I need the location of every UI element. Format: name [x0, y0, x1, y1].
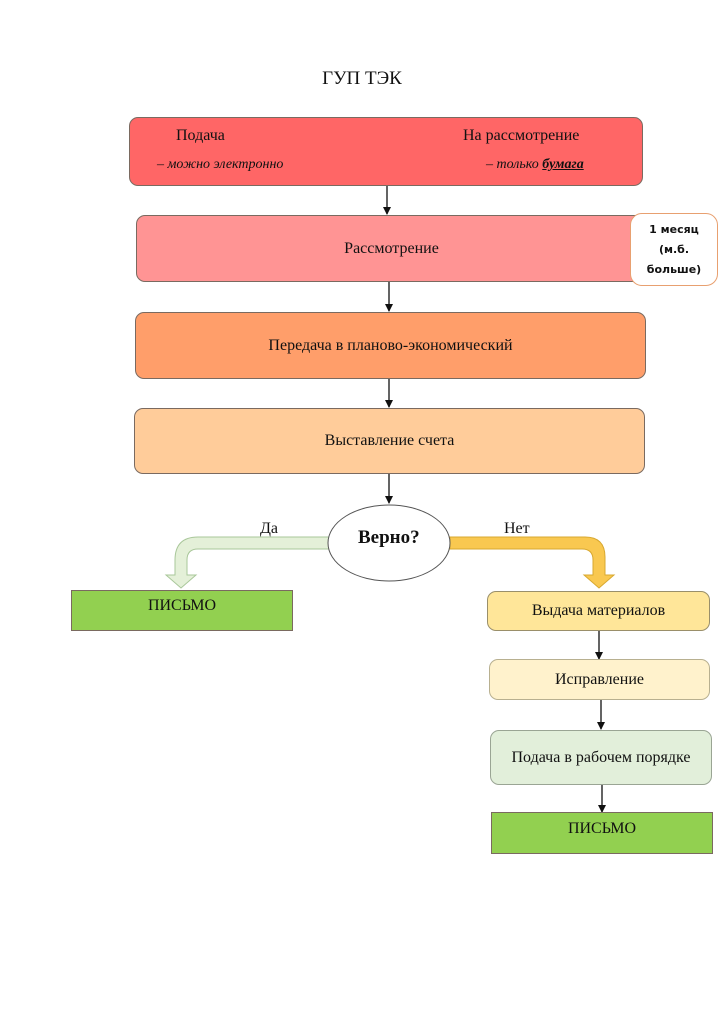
resubmission-label: Подача в рабочем порядке — [511, 748, 691, 766]
submission-box — [129, 117, 643, 186]
yes-label: Да — [260, 520, 279, 537]
no-letter-box: ПИСЬМО — [491, 812, 713, 854]
review-label: Рассмотрение — [344, 239, 439, 257]
duration-note: 1 месяц (м.б. больше) — [630, 213, 718, 286]
for-review-note: – только бумага — [486, 157, 584, 173]
no-letter-label: ПИСЬМО — [567, 820, 637, 837]
transfer-box: Передача в планово-экономический — [135, 312, 646, 379]
for-review-note-prefix: – только — [486, 157, 543, 172]
duration-note-line2: (м.б. — [658, 243, 690, 256]
decision-ellipse — [327, 504, 451, 582]
yes-branch-arrow — [164, 536, 331, 589]
resubmission-box: Подача в рабочем порядке — [490, 730, 712, 785]
yes-letter-label: ПИСЬМО — [147, 597, 217, 614]
diagram-title: ГУП ТЭК — [322, 68, 402, 89]
correction-box: Исправление — [489, 659, 710, 700]
for-review-label: На рассмотрение — [463, 127, 580, 144]
duration-note-line3: больше) — [646, 263, 702, 276]
invoice-label: Выставление счета — [324, 432, 455, 449]
materials-issue-box: Выдача материалов — [487, 591, 710, 631]
submission-note: – можно электронно — [157, 157, 284, 172]
materials-issue-label: Выдача материалов — [531, 602, 666, 619]
no-branch-arrow — [449, 536, 616, 589]
paper-emphasis: бумага — [542, 157, 584, 172]
decision-label: Верно? — [358, 527, 420, 548]
invoice-box: Выставление счета — [134, 408, 645, 474]
transfer-label: Передача в планово-экономический — [268, 336, 513, 354]
no-label: Нет — [504, 520, 530, 537]
submission-label: Подача — [176, 127, 225, 144]
correction-label: Исправление — [555, 670, 644, 688]
yes-letter-box: ПИСЬМО — [71, 590, 293, 631]
review-box: Рассмотрение — [136, 215, 647, 282]
duration-note-line1: 1 месяц — [649, 223, 699, 236]
